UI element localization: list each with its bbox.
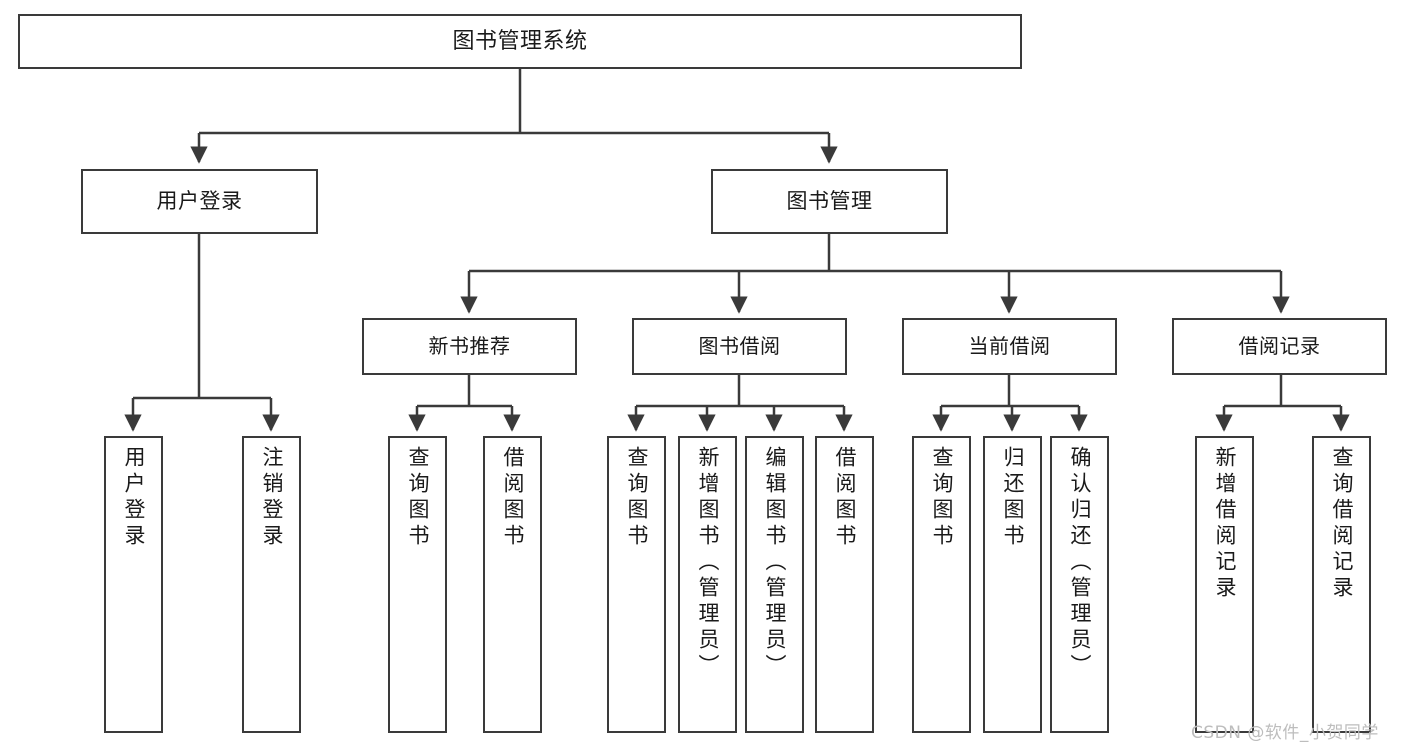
- leaf-query-book-recommend[interactable]: 查询图书: [388, 436, 447, 733]
- leaf-borrow-book-recommend[interactable]: 借阅图书: [483, 436, 542, 733]
- node-label: 用户登录: [122, 446, 146, 550]
- node-label: 新书推荐: [428, 333, 511, 358]
- node-current-borrow[interactable]: 当前借阅: [902, 318, 1117, 375]
- leaf-confirm-return-admin[interactable]: 确认归还（管理员）: [1050, 436, 1109, 733]
- node-label: 查询图书: [625, 446, 649, 550]
- node-label: 确认归还（管理员）: [1068, 446, 1092, 680]
- node-label: 用户登录: [156, 189, 243, 214]
- leaf-user-login[interactable]: 用户登录: [104, 436, 163, 733]
- node-label: 图书管理系统: [452, 28, 588, 54]
- node-borrow-record[interactable]: 借阅记录: [1172, 318, 1387, 375]
- leaf-borrow-book[interactable]: 借阅图书: [815, 436, 874, 733]
- csdn-watermark: CSDN @软件_小贺同学: [1191, 723, 1379, 743]
- node-label: 借阅记录: [1238, 333, 1321, 358]
- node-label: 查询图书: [930, 446, 954, 550]
- node-label: 借阅图书: [833, 446, 857, 550]
- node-label: 注销登录: [260, 446, 284, 550]
- node-label: 新增借阅记录: [1213, 446, 1237, 602]
- node-label: 借阅图书: [501, 446, 525, 550]
- node-label: 查询借阅记录: [1330, 446, 1354, 602]
- leaf-logout[interactable]: 注销登录: [242, 436, 301, 733]
- node-new-book-recommend[interactable]: 新书推荐: [362, 318, 577, 375]
- node-book-management[interactable]: 图书管理: [711, 169, 948, 234]
- leaf-edit-book-admin[interactable]: 编辑图书（管理员）: [745, 436, 804, 733]
- node-label: 图书借阅: [698, 333, 781, 358]
- node-label: 归还图书: [1001, 446, 1025, 550]
- node-book-borrow[interactable]: 图书借阅: [632, 318, 847, 375]
- node-label: 当前借阅: [968, 333, 1051, 358]
- leaf-return-book[interactable]: 归还图书: [983, 436, 1042, 733]
- node-label: 新增图书（管理员）: [696, 446, 720, 680]
- leaf-add-book-admin[interactable]: 新增图书（管理员）: [678, 436, 737, 733]
- leaf-add-borrow-record[interactable]: 新增借阅记录: [1195, 436, 1254, 733]
- node-label: 查询图书: [406, 446, 430, 550]
- leaf-query-borrow-record[interactable]: 查询借阅记录: [1312, 436, 1371, 733]
- leaf-query-book-current[interactable]: 查询图书: [912, 436, 971, 733]
- node-root-system[interactable]: 图书管理系统: [18, 14, 1022, 69]
- node-label: 编辑图书（管理员）: [763, 446, 787, 680]
- node-user-login[interactable]: 用户登录: [81, 169, 318, 234]
- node-label: 图书管理: [786, 189, 873, 214]
- leaf-query-book-borrow[interactable]: 查询图书: [607, 436, 666, 733]
